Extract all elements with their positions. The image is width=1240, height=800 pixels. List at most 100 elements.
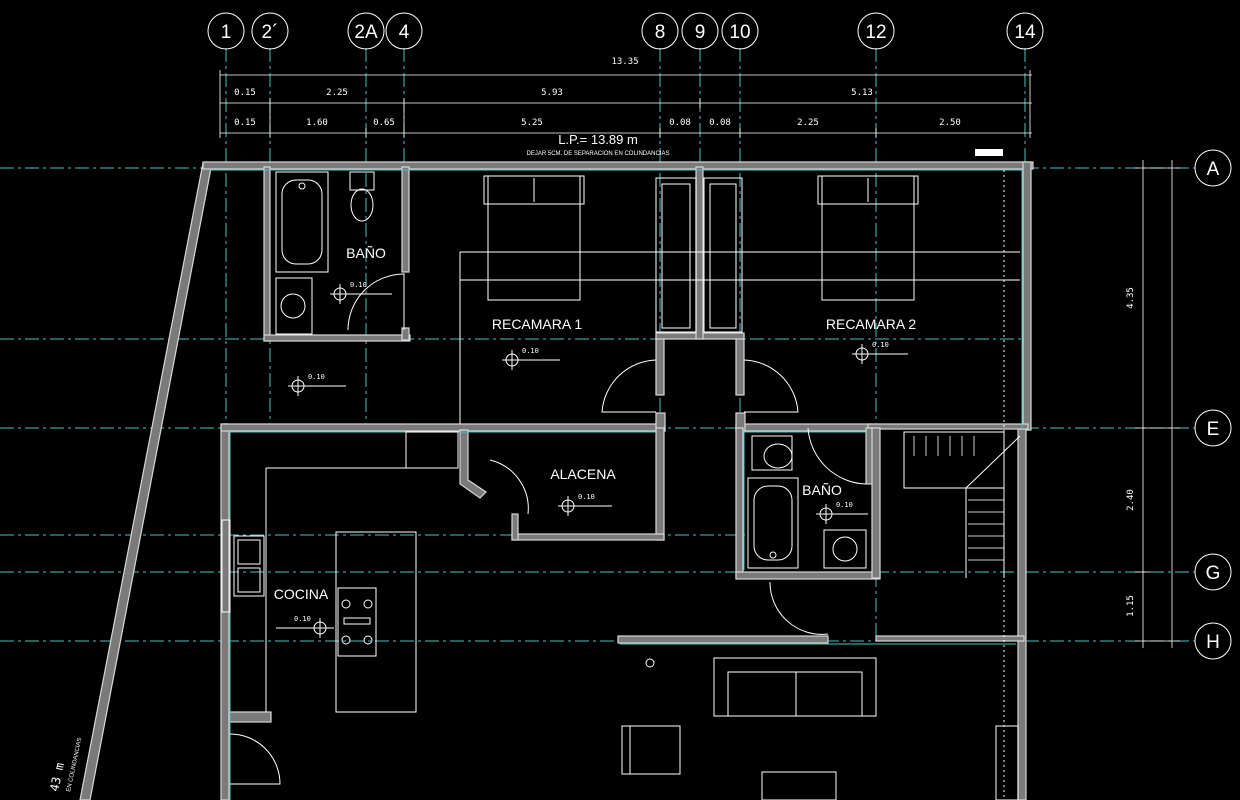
wall-bano2-bottom [735, 571, 881, 580]
column-bubble-12: 12 [857, 12, 895, 50]
wardrobe-1 [655, 177, 697, 333]
level-text: 0.10 [522, 347, 539, 355]
level-marker-recamara1: 0.10 [502, 347, 560, 370]
dimension-row3-7: 2.25 [797, 118, 819, 128]
row-bubble-e: E [1194, 409, 1232, 447]
wall-right-lower [1017, 427, 1027, 800]
wall-alacena-right [655, 427, 665, 541]
column-bubble-14: 14 [1006, 12, 1044, 50]
bathtub-1-drain [298, 182, 306, 190]
sofa [713, 657, 877, 717]
sink-2-basin [832, 536, 858, 562]
wall-row-e-left [220, 423, 666, 432]
dimension-row3-1: 0.15 [234, 118, 256, 128]
side-note: EN COLINDANCIAS [66, 737, 83, 792]
level-marker-bano1: 0.10 [330, 281, 392, 304]
level-text: 0.10 [836, 501, 853, 509]
wall-row-h-right [875, 635, 1025, 642]
wall-row-h [617, 635, 829, 644]
room-label-recamara2: RECAMARA 2 [826, 316, 916, 332]
bubble-circle [857, 12, 895, 50]
dimension-row3-3: 0.65 [373, 118, 395, 128]
dimension-vertical-3: 1.15 [1126, 595, 1136, 617]
bubble-circle [385, 12, 423, 50]
dimension-row2-2: 2.25 [326, 88, 348, 98]
door-bano2-swing [807, 427, 867, 485]
wall-bedroom-divider [695, 166, 704, 340]
row-label-h: H [1206, 632, 1220, 653]
wall-right-upper [1022, 161, 1032, 431]
dimension-vertical-2: 2.40 [1126, 489, 1136, 511]
dimension-vertical-1: 4.35 [1126, 287, 1136, 309]
right-dimensions: 4.35 2.40 1.15 [1126, 160, 1180, 648]
door-bano1-swing [347, 273, 405, 331]
row-bubble-h: H [1194, 622, 1232, 660]
column-bubble-8: 8 [641, 12, 679, 50]
dimension-total: 13.35 [611, 57, 638, 67]
row-bubble-a: A [1194, 149, 1232, 187]
property-line-label: L.P.= 13.89 m [558, 132, 638, 147]
kitchen-tall-cabinet [405, 431, 459, 469]
bubble-circle [1194, 553, 1232, 591]
room-label-alacena: ALACENA [550, 466, 616, 482]
column-label-1: 1 [221, 22, 232, 43]
dimension-row3-8: 2.50 [939, 118, 961, 128]
level-text: 0.10 [578, 493, 595, 501]
property-line-note: DEJAR 5CM. DE SEPARACION EN COLINDANCIAS [527, 151, 670, 157]
column-label-12: 12 [865, 22, 886, 43]
fixtures [221, 170, 1021, 800]
bathtub-2-basin [753, 485, 793, 561]
sink-1-basin [280, 293, 306, 319]
side-dimension: 43 m [47, 761, 67, 792]
slanted-wall [79, 162, 213, 800]
toilet-1-tank [349, 171, 375, 191]
column-label-10: 10 [729, 22, 750, 43]
toilet-2-tank [751, 435, 793, 471]
bathtub-2 [747, 477, 799, 569]
wardrobe-2 [703, 177, 743, 333]
dimension-row3-2: 1.60 [306, 118, 328, 128]
sink-1-counter [275, 277, 313, 335]
wall-row-e-stair [867, 423, 1029, 430]
level-marker-cocina: 0.10 [276, 615, 334, 638]
kitchen-island [335, 531, 417, 713]
wall-bano2-left [735, 427, 744, 579]
bubble-circle [681, 12, 719, 50]
level-text: 0.10 [294, 615, 311, 623]
column-bubble-1: 1 [207, 12, 245, 50]
top-dimensions: 13.35 0.15 2.25 5.93 5.13 0.15 1.60 0.65… [219, 57, 1032, 157]
toilet-2-bowl [763, 443, 793, 469]
toilet-1-bowl [350, 188, 374, 222]
room-label-cocina: COCINA [274, 586, 329, 602]
bubble-circle [251, 12, 289, 50]
door-entry-swing [229, 733, 281, 785]
wall-centerlines [210, 169, 1023, 800]
column-label-4: 4 [399, 22, 410, 43]
dimension-row3-6: 0.08 [709, 118, 731, 128]
dimension-row2-3: 5.93 [541, 88, 563, 98]
cooktop [337, 587, 377, 657]
stair-break-line [965, 435, 1021, 489]
bubble-circle [1006, 12, 1044, 50]
level-marker-recamara2: 0.10 [852, 341, 908, 364]
column-bubble-2p: 2´ [251, 12, 289, 50]
row-label-g: G [1206, 563, 1221, 584]
stair-lower [995, 725, 1019, 800]
bathtub-1-basin [281, 179, 323, 265]
wall-row-e-right [735, 423, 873, 432]
bubble-circle [207, 12, 245, 50]
bubble-circle [1194, 622, 1232, 660]
wall-top [202, 161, 1034, 170]
wall-bano1-right-lower [401, 327, 410, 341]
wall-bano1-right-upper [401, 166, 410, 273]
column-label-2p: 2´ [262, 22, 279, 43]
column-label-8: 8 [655, 22, 666, 43]
dimension-ticks [219, 70, 1031, 138]
row-bubble-g: G [1194, 553, 1232, 591]
level-text: 0.10 [872, 341, 889, 349]
kitchen-window [221, 519, 231, 613]
dimension-row2-1: 0.15 [234, 88, 256, 98]
bubble-circle [347, 12, 385, 50]
wall-bano1-bottom [263, 334, 411, 342]
armchair [621, 725, 681, 775]
